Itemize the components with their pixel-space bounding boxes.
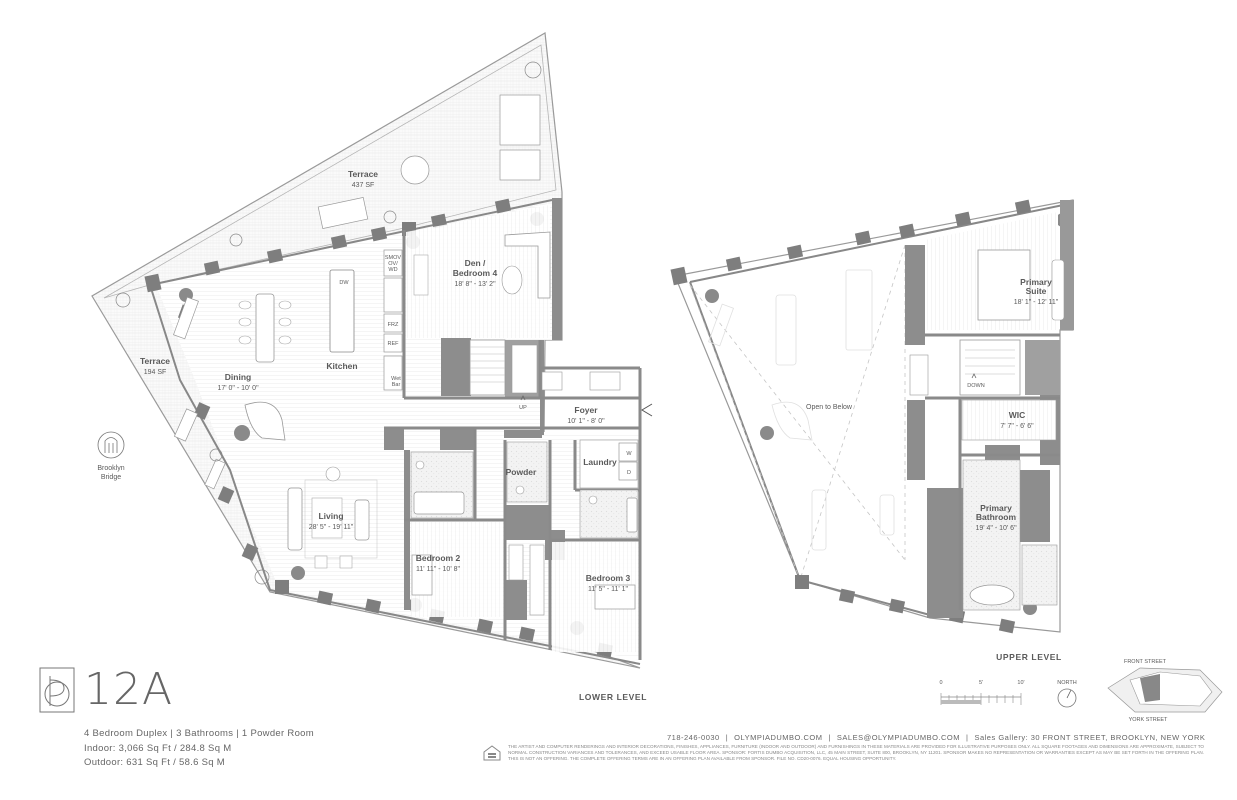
unit-specs: 4 Bedroom Duplex | 3 Bathrooms | 1 Powde…	[84, 727, 314, 771]
scale-bar	[940, 693, 1022, 705]
dining-table	[255, 293, 275, 363]
foyer-name: Foyer	[574, 405, 598, 415]
upper-level-label: UPPER LEVEL	[996, 652, 1062, 662]
powder-name: Powder	[506, 467, 537, 477]
contact-email[interactable]: SALES@OLYMPIADUMBO.COM	[836, 733, 961, 742]
appliance-bar: Bar	[392, 382, 401, 388]
primary-bath-name-2: Bathroom	[976, 512, 1017, 522]
terrace-north-dim: 437 SF	[352, 182, 375, 189]
scale-tick-0: 0	[939, 680, 942, 686]
scale-tick-5: 5'	[979, 680, 983, 686]
legal-disclaimer: THE ARTIST AND COMPUTER RENDERINGS AND I…	[508, 744, 1204, 761]
living-name: Living	[318, 511, 343, 521]
contact-phone[interactable]: 718-246-0030	[667, 733, 720, 742]
appliance-wd: WD	[388, 267, 397, 273]
den-name-2: Bedroom 4	[453, 268, 498, 278]
primary-suite-name-2: Suite	[1026, 286, 1047, 296]
down-label: DOWN	[967, 383, 984, 389]
sales-gallery-label: Sales Gallery:	[974, 733, 1029, 742]
terrace-west-name: Terrace	[140, 356, 170, 366]
terrace-north-name: Terrace	[348, 169, 378, 179]
laundry-name: Laundry	[583, 457, 617, 467]
brooklyn-bridge-label-2: Bridge	[101, 474, 121, 481]
scale-tick-10: 10'	[1017, 680, 1024, 686]
unit-indoor-area: Indoor: 3,066 Sq Ft / 284.8 Sq M	[84, 742, 232, 754]
contact-line: 718-246-0030|OLYMPIADUMBO.COM|SALES@OLYM…	[667, 733, 1206, 742]
appliance-frz: FRZ	[388, 322, 399, 328]
appliance-dryer: D	[627, 470, 631, 476]
appliance-washer: W	[626, 451, 632, 457]
contact-website[interactable]: OLYMPIADUMBO.COM	[734, 733, 823, 742]
dining-name: Dining	[225, 372, 251, 382]
bedroom2-dim: 11' 11" - 10' 8"	[416, 566, 460, 573]
appliance-wet: Wet	[391, 376, 401, 382]
olympia-logo-icon	[39, 667, 75, 713]
dining-dim: 17' 0" - 10' 0"	[217, 385, 259, 392]
primary-bath-name-1: Primary	[980, 503, 1012, 513]
primary-suite-name-1: Primary	[1020, 277, 1052, 287]
kitchen-island	[329, 269, 355, 353]
primary-suite-dim: 18' 1" - 12' 11"	[1014, 299, 1059, 306]
appliance-ref: REF	[388, 341, 400, 347]
open-to-below-label: Open to Below	[806, 404, 853, 411]
terrace-west-dim: 194 SF	[144, 369, 167, 376]
north-arrow-icon	[1057, 688, 1077, 708]
unit-number: 12A	[84, 664, 174, 715]
bedroom3-name: Bedroom 3	[586, 573, 631, 583]
den-dim: 18' 8" - 13' 2"	[454, 281, 496, 288]
open-to-below-lines	[689, 244, 906, 581]
equal-housing-icon	[483, 745, 501, 761]
lower-level-plan	[91, 32, 653, 669]
unit-summary: 4 Bedroom Duplex | 3 Bathrooms | 1 Powde…	[84, 728, 314, 739]
bedroom3-dim: 11' 5" - 11' 1"	[588, 586, 629, 593]
lower-level-labels: Terrace 437 SF Den / Bedroom 4 18' 8" - …	[140, 169, 647, 702]
living-dim: 28' 5" - 19' 11"	[309, 524, 354, 531]
north-label: NORTH	[1057, 680, 1076, 686]
keyplan-front-street: FRONT STREET	[1124, 659, 1167, 665]
wic-name: WIC	[1009, 410, 1026, 420]
appliance-dw: DW	[339, 280, 349, 286]
facade-columns	[144, 198, 614, 658]
den-name-1: Den /	[465, 258, 486, 268]
up-label: UP	[519, 405, 527, 411]
keyplan-york-street: YORK STREET	[1129, 717, 1168, 723]
brooklyn-bridge-label-1: Brooklyn	[97, 465, 124, 472]
appliance-ov: OV/	[388, 261, 398, 267]
upper-level-plan	[670, 199, 1074, 634]
wic-dim: 7' 7" - 6' 6"	[1000, 423, 1034, 430]
sales-gallery-address: 30 FRONT STREET, BROOKLYN, NEW YORK	[1030, 733, 1206, 742]
kitchen-name: Kitchen	[326, 361, 357, 371]
appliance-smov: SMOV	[385, 255, 402, 261]
lower-level-label: LOWER LEVEL	[579, 692, 647, 702]
foyer-dim: 10' 1" - 8' 0"	[567, 418, 605, 425]
upper-level-labels: Primary Suite 18' 1" - 12' 11" WIC 7' 7"…	[806, 277, 1062, 662]
bedroom2-name: Bedroom 2	[416, 553, 461, 563]
key-plan-icon	[1107, 667, 1223, 713]
primary-bath-dim: 19' 4" - 10' 6"	[975, 525, 1017, 532]
unit-outdoor-area: Outdoor: 631 Sq Ft / 58.6 Sq M	[84, 757, 226, 768]
brooklyn-bridge-icon	[97, 431, 125, 459]
